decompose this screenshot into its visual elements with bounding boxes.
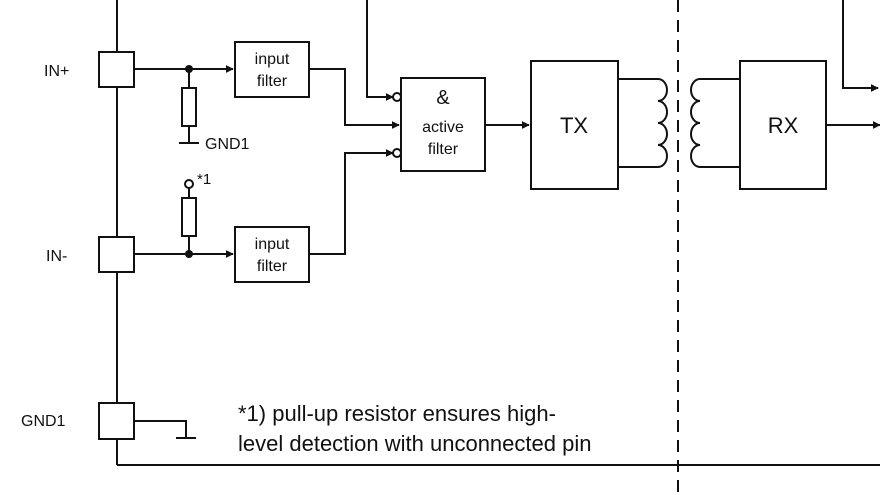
rx-block: [739, 60, 827, 190]
wire-gnd1-ground: [134, 420, 187, 438]
tx-block: [530, 60, 619, 190]
label-in-plus: IN+: [44, 63, 69, 80]
label-pullup-marker: *1: [197, 171, 211, 188]
pullup-resistor: [181, 197, 197, 237]
label-gnd1-resistor: GND1: [205, 136, 250, 153]
wire-top-to-gate: [366, 0, 394, 101]
footnote-line1: *1) pull-up resistor ensures high-: [238, 401, 556, 426]
footnote-line2: level detection with unconnected pin: [238, 431, 591, 456]
gate-label-line1: active: [422, 119, 464, 136]
active-filter-gate: [400, 77, 486, 172]
input-filter-bottom: [234, 226, 310, 283]
pullup-open-terminal: [184, 179, 194, 189]
wire-top-right-input: [842, 0, 879, 92]
terminal-in-plus: [98, 51, 135, 88]
gate-label-line2: filter: [428, 141, 459, 158]
input-filter-bottom-line1: input: [255, 236, 290, 253]
pulldown-resistor: [181, 87, 197, 127]
tx-label: TX: [560, 113, 588, 138]
terminal-gnd1: [98, 402, 135, 440]
wire-filter-top-to-gate: [309, 68, 400, 129]
input-filter-top-line1: input: [255, 51, 290, 68]
terminal-in-minus: [98, 236, 135, 273]
gate-and-symbol: &: [436, 87, 450, 109]
label-gnd1-terminal: GND1: [21, 413, 66, 430]
gate-inverting-input-top: [392, 92, 402, 102]
input-filter-top-line2: filter: [257, 73, 288, 90]
wire-filter-bottom-to-gate: [309, 149, 394, 255]
gate-inverting-input-bottom: [392, 148, 402, 158]
tx-coil: [618, 78, 668, 168]
rx-label: RX: [768, 113, 799, 138]
label-in-minus: IN-: [46, 248, 67, 265]
rx-coil: [690, 78, 740, 168]
input-filter-bottom-line2: filter: [257, 258, 288, 275]
